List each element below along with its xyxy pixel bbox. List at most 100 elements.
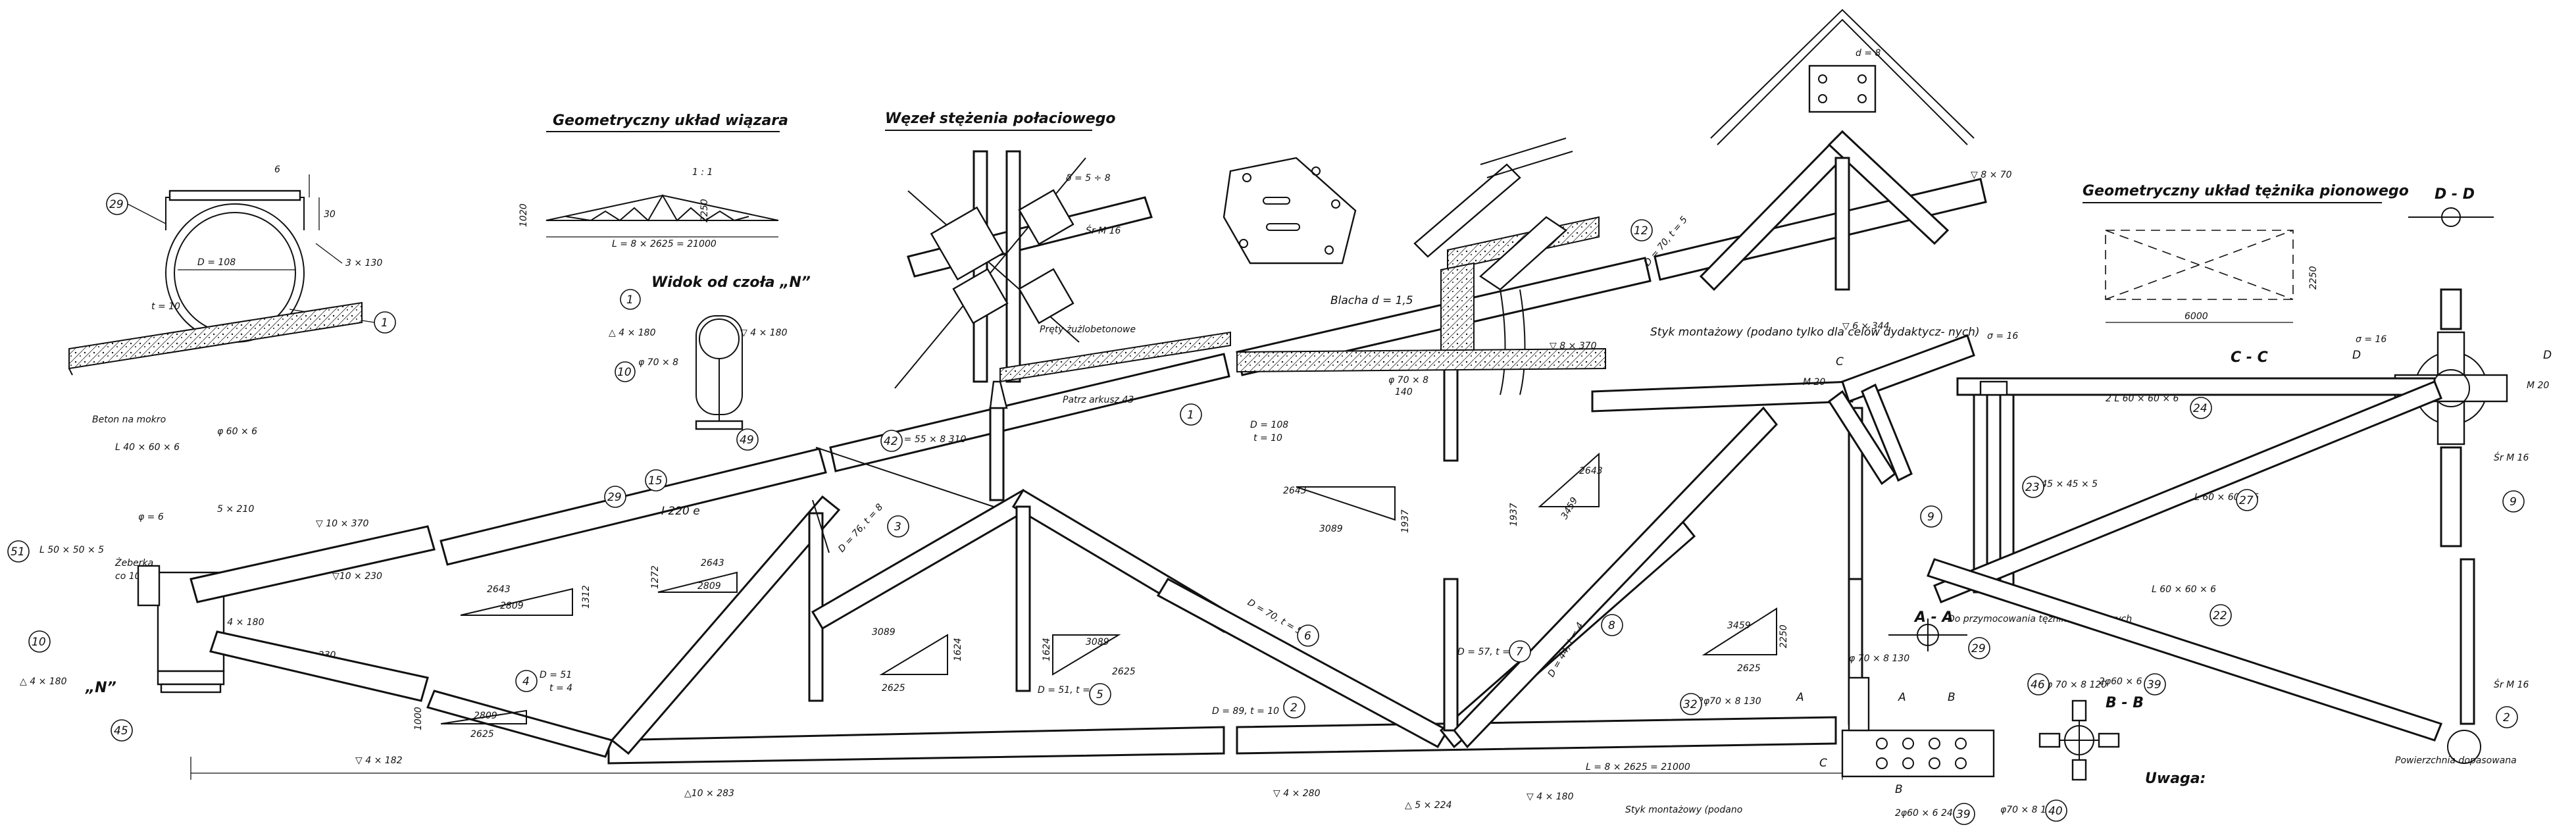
l60x60x6-label: 2 L 60 × 60 × 6	[2106, 393, 2179, 404]
view-w4x180b: ▽ 4 × 180	[740, 328, 788, 338]
title-geometric-truss: Geometryczny układ wiązara	[553, 113, 788, 129]
tri2-c: 1272	[650, 565, 661, 589]
title-section-dd: D - D	[2435, 186, 2475, 203]
weld-3x130-label: 3 × 130	[345, 258, 382, 268]
bubble-39: 39	[1956, 808, 1971, 821]
truss-member-labels: I 220 e 15 29 4 D = 51 t = 4 D = 76, t =…	[355, 215, 1742, 815]
bubble-24: 24	[2193, 402, 2208, 415]
assembly-joint-area: Styk montażowy (podano tylko dla celów d…	[1650, 321, 1980, 388]
bubble-8: 8	[1608, 619, 1615, 632]
bubble-32: 32	[1683, 698, 1698, 711]
tri2-b: 2809	[697, 581, 721, 592]
bubble-1c: 1	[1187, 409, 1194, 422]
bubble-12: 12	[1634, 224, 1648, 238]
dd-label: σ = 16	[2356, 334, 2387, 345]
tri4-a: 3089	[1086, 637, 1109, 647]
dd-srm16: Śr M 16	[2494, 451, 2529, 463]
bottom-chord: L = 8 × 2625 = 21000	[190, 716, 1843, 780]
styk2-label: Styk montażowy (podano	[1625, 805, 1742, 815]
d57-label: D = 57, t = 5	[1457, 647, 1519, 657]
b-low-label: B	[1895, 783, 1903, 796]
tri8-b: 2625	[470, 729, 494, 740]
tri1-c: 1312	[581, 585, 592, 609]
bubble-3: 3	[894, 520, 901, 534]
b-right-label: B	[1948, 691, 1956, 704]
view-phi140: φ 70 × 8	[638, 357, 678, 368]
d-right-label: D	[2543, 349, 2552, 362]
truss-height-label: 1020	[518, 203, 529, 227]
d108-label: D = 108	[1250, 420, 1288, 430]
bubble-6: 6	[1304, 630, 1311, 643]
bubble-29c: 29	[607, 491, 622, 504]
bb-label: B - B	[2106, 695, 2144, 711]
tri5-a: 2643	[1283, 486, 1307, 496]
truss-web	[426, 334, 1975, 758]
m20-label: M 20	[1803, 377, 1825, 388]
bubble-1b: 1	[626, 293, 634, 307]
phi60-label: φ 60 × 6	[217, 426, 257, 437]
tri3-c: 1624	[953, 638, 963, 661]
srm16-label: Śr M 16	[1086, 224, 1121, 236]
w4x180-b: ▽ 4 × 180	[217, 617, 265, 628]
bubble-51: 51	[11, 545, 25, 559]
span-main-label: L = 8 × 2625 = 21000	[1586, 762, 1690, 772]
w10x283-label: △10 × 283	[684, 788, 734, 799]
d89-label: D = 89, t = 10	[1212, 706, 1279, 717]
bubble-42: 42	[884, 435, 898, 448]
powierzchnia-label: Powierzchnia dopasowana	[2395, 755, 2517, 766]
ridge-d8: d = 8	[1856, 48, 1881, 59]
aa-label: A - A	[1913, 609, 1954, 626]
tri1-b: 2809	[500, 601, 524, 611]
tube-section-detail: D = 108 t = 10 6 30 3 × 130 29 1	[106, 164, 396, 343]
bubble-27: 27	[2239, 494, 2254, 507]
tri6-a: 3459	[1727, 620, 1751, 631]
cc-label: C - C	[2231, 349, 2268, 366]
beton-label: Beton na mokro	[92, 415, 166, 425]
plate-70b: φ 70 × 8 130	[1849, 653, 1909, 664]
bubble-39b: 39	[2147, 678, 2161, 692]
i220-label: I 220 e	[661, 505, 700, 518]
c-top-label: C	[1836, 355, 1844, 368]
tri4-c: 1624	[1042, 638, 1052, 661]
l40-label: L 40 × 60 × 6	[115, 442, 180, 453]
bubble-9: 9	[2510, 495, 2517, 509]
t10-label: t = 10	[1253, 433, 1282, 443]
dd-srm16b: Śr M 16	[2494, 678, 2529, 690]
w5x224-label: △ 5 × 224	[1405, 800, 1452, 811]
t4-label: t = 4	[549, 683, 572, 694]
cc-d16: σ = 16	[1987, 331, 2018, 342]
bubble-40: 40	[2048, 805, 2063, 818]
n-label: „N”	[85, 680, 116, 696]
title-bracing-node: Węzeł stężenia połaciowego	[885, 111, 1116, 127]
section-dd-detail: D - D σ = 16 D D M 20 Śr M 16 9 2 Śr M 1…	[2352, 186, 2552, 766]
tube-dia-label: D = 108	[197, 257, 236, 268]
w10x370-label: ▽ 10 × 370	[316, 519, 368, 529]
tri2-a: 2643	[701, 558, 724, 569]
bubble-1: 1	[381, 316, 388, 330]
eaves-v70x8: φ 70 × 8	[1388, 375, 1428, 386]
view-n-detail: Widok od czoła „N” 1 10 △ 4 × 180 φ 70 ×…	[609, 274, 811, 451]
note-label: Uwaga:	[2145, 771, 2206, 787]
blacha-label: Blacha d = 1,5	[1330, 294, 1413, 307]
truss-mid-label: 2250	[699, 199, 710, 222]
w5x210-label: 5 × 210	[217, 504, 254, 515]
w4x182-label: ▽ 4 × 182	[355, 755, 403, 766]
gusset-plate-detail	[1223, 157, 1357, 265]
left-support-detail: Beton na mokro L 40 × 60 × 6 φ 60 × 6 L …	[7, 301, 436, 742]
dim-6-label: 6	[274, 164, 280, 175]
bubble-4: 4	[522, 675, 530, 688]
tri5-c: 1937	[1400, 509, 1411, 533]
d-left-label: D	[2352, 349, 2361, 362]
bubble-2b: 2	[2503, 711, 2510, 724]
bubble-7: 7	[1516, 645, 1523, 659]
a-left-label: A	[1796, 691, 1804, 704]
prety-label: Pręty żużlobetonowe	[1040, 324, 1136, 335]
eaves-v140: 140	[1395, 387, 1413, 397]
tri8-a: 2809	[474, 711, 497, 721]
c-low-label: C	[1819, 757, 1827, 770]
delta-label: δ = 5 ÷ 8	[1066, 173, 1111, 184]
brace-height-label: 2250	[2308, 266, 2319, 290]
tri3-b: 2625	[882, 683, 905, 694]
bracing-node-detail: Węzeł stężenia połaciowego δ = 5 ÷ 8 Śr …	[880, 111, 1231, 452]
